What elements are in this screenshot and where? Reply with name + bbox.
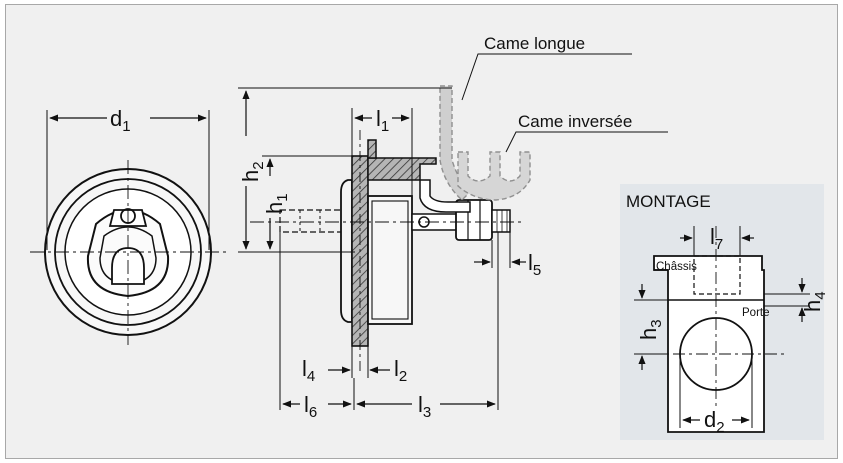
cam-standard <box>419 179 471 213</box>
callout-cam-long: Came longue <box>484 34 585 53</box>
threaded-end <box>491 209 511 233</box>
dim-h2-label: h2 <box>238 161 267 182</box>
dim-h4-label: h4 <box>800 291 829 312</box>
dim-d1-label: d1 <box>110 106 131 135</box>
front-view <box>30 110 226 345</box>
dim-l7-label: l7 <box>710 224 723 253</box>
dim-h1-label: h1 <box>262 193 291 214</box>
leader-cam-reversed <box>505 131 668 153</box>
front-handle-inner <box>99 226 157 285</box>
dim-l6-label: l6 <box>304 392 317 421</box>
montage-title: MONTAGE <box>626 192 711 211</box>
handle-dashed-outline <box>279 209 351 233</box>
montage-inset <box>620 184 824 440</box>
side-view <box>238 53 668 410</box>
dim-l3-label: l3 <box>418 392 431 421</box>
chassis-label: Châssis <box>656 261 697 273</box>
door-label: Porte <box>742 307 770 319</box>
dim-l2-label: l2 <box>394 356 407 385</box>
callout-cam-reversed: Came inversée <box>518 112 632 131</box>
flange <box>340 179 353 323</box>
dim-h3-label: h3 <box>636 319 665 340</box>
leader-cam-long <box>461 53 632 101</box>
mounting-bracket <box>367 157 437 181</box>
lock-body <box>367 195 413 325</box>
dim-d2-label: d2 <box>704 407 725 436</box>
dim-l1-label: l1 <box>376 106 389 135</box>
cam-reversed-dashed <box>457 151 531 201</box>
dim-l4-label: l4 <box>302 356 315 385</box>
dim-l5-label: l5 <box>528 250 541 279</box>
